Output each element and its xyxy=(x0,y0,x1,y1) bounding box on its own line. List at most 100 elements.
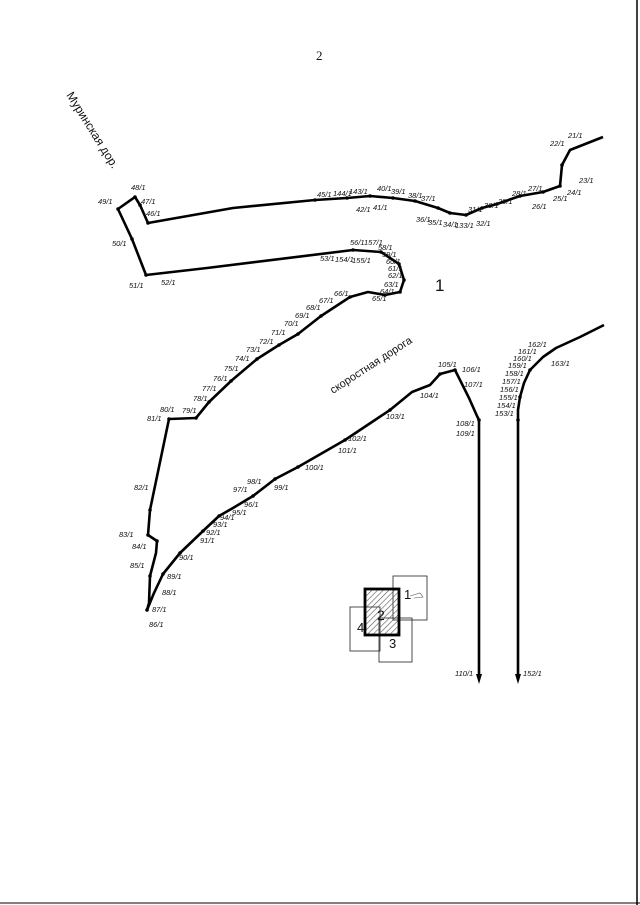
point-label: 93/1 xyxy=(213,520,228,529)
point-label: 103/1 xyxy=(386,412,405,421)
point-label: 92/1 xyxy=(206,528,221,537)
point-label: 64/1 xyxy=(380,287,395,296)
point-label: 36/1 xyxy=(416,215,431,224)
point-label: 74/1 xyxy=(235,354,250,363)
boundary-line-b xyxy=(516,323,605,677)
point-label: 27/1 xyxy=(527,184,543,193)
point-label: 23/1 xyxy=(578,176,594,185)
point-label: 80/1 xyxy=(160,405,175,414)
point-label: 46/1 xyxy=(146,209,161,218)
point-label: 160/1 xyxy=(513,354,532,363)
arrowhead-110 xyxy=(476,674,482,684)
point-label: 75/1 xyxy=(224,364,239,373)
point-label: 67/1 xyxy=(319,296,334,305)
point-label: 88/1 xyxy=(162,588,177,597)
sheet-label: 4 xyxy=(357,620,364,635)
point-label: 144/1 xyxy=(333,189,352,198)
section-label: 1 xyxy=(435,276,444,295)
point-label: 79/1 xyxy=(182,406,197,415)
point-label: 59/1 xyxy=(382,250,397,259)
vertex-markers xyxy=(116,163,564,612)
point-label: 98/1 xyxy=(247,477,262,486)
point-label: 48/1 xyxy=(131,183,146,192)
point-label: 30/1 xyxy=(484,201,499,210)
point-label: 38/1 xyxy=(408,191,423,200)
point-label: 87/1 xyxy=(152,605,167,614)
point-label: 82/1 xyxy=(134,483,149,492)
point-label: 53/1 xyxy=(320,254,335,263)
point-label: 157/1 xyxy=(502,377,521,386)
point-label: 133/1 xyxy=(455,221,474,230)
point-label: 161/1 xyxy=(518,347,537,356)
point-label: 157/1 xyxy=(364,238,383,247)
point-label: 108/1 xyxy=(456,419,475,428)
point-label: 100/1 xyxy=(305,463,324,472)
point-label: 153/1 xyxy=(495,409,514,418)
point-label: 159/1 xyxy=(508,361,527,370)
point-label: 61/1 xyxy=(388,264,403,273)
point-label: 58/1 xyxy=(378,243,393,252)
point-label: 51/1 xyxy=(129,281,144,290)
point-label: 84/1 xyxy=(132,542,147,551)
point-label: 155/1 xyxy=(499,393,518,402)
point-label: 29/1 xyxy=(497,197,513,206)
point-label: 49/1 xyxy=(98,197,113,206)
point-label: 41/1 xyxy=(373,203,388,212)
point-label: 26/1 xyxy=(531,202,547,211)
point-label: 42/1 xyxy=(356,205,371,214)
arrowhead-152 xyxy=(515,674,521,684)
sheet-label: 3 xyxy=(389,636,396,651)
point-label: 56/1 xyxy=(350,238,365,247)
point-label: 69/1 xyxy=(295,311,310,320)
point-label: 37/1 xyxy=(421,194,436,203)
road-label-murinskaya: Муринская дор. xyxy=(63,89,121,171)
point-label: 91/1 xyxy=(200,536,215,545)
point-label: 163/1 xyxy=(551,359,570,368)
point-label: 66/1 xyxy=(334,289,349,298)
point-label: 102/1 xyxy=(348,434,367,443)
sheet-label: 1 xyxy=(404,587,411,602)
point-label: 143/1 xyxy=(349,187,368,196)
page-number: 2 xyxy=(316,48,323,63)
point-label: 35/1 xyxy=(428,218,443,227)
point-label: 47/1 xyxy=(141,197,156,206)
index-sheet-diagram: 1 2 3 4 xyxy=(349,575,428,663)
point-label: 24/1 xyxy=(566,188,582,197)
point-label: 97/1 xyxy=(233,485,248,494)
point-label: 154/1 xyxy=(497,401,516,410)
point-label: 50/1 xyxy=(112,239,127,248)
point-label: 62/1 xyxy=(388,271,403,280)
point-labels-a: 21/1 22/1 23/1 24/1 25/1 26/1 27/1 28/1 … xyxy=(98,131,594,678)
point-label: 101/1 xyxy=(338,446,357,455)
point-label: 162/1 xyxy=(528,340,547,349)
point-label: 52/1 xyxy=(161,278,176,287)
point-label: 70/1 xyxy=(284,319,299,328)
point-label: 156/1 xyxy=(500,385,519,394)
point-label: 155/1 xyxy=(352,256,371,265)
point-label: 71/1 xyxy=(271,328,286,337)
point-label: 39/1 xyxy=(391,187,406,196)
point-label: 77/1 xyxy=(202,384,217,393)
point-label: 25/1 xyxy=(552,194,568,203)
point-label: 86/1 xyxy=(149,620,164,629)
sheet-1-scribble xyxy=(409,592,424,599)
point-label: 34/1 xyxy=(443,220,458,229)
point-label: 21/1 xyxy=(567,131,583,140)
point-label: 152/1 xyxy=(523,669,542,678)
sheet-2-current xyxy=(363,587,401,637)
point-label: 110/1 xyxy=(455,669,473,678)
point-label: 89/1 xyxy=(167,572,182,581)
point-label: 106/1 xyxy=(462,365,481,374)
point-label: 72/1 xyxy=(259,337,274,346)
road-label-expressway: скоростная дорога xyxy=(328,334,415,396)
point-labels-b: 152/1 153/1 154/1 155/1 156/1 157/1 158/… xyxy=(495,340,570,678)
point-label: 73/1 xyxy=(246,345,261,354)
point-label: 94/1 xyxy=(220,513,235,522)
point-label: 107/1 xyxy=(464,380,483,389)
point-label: 68/1 xyxy=(306,303,321,312)
point-label: 85/1 xyxy=(130,561,145,570)
point-label: 60/1 xyxy=(386,257,401,266)
point-label: 65/1 xyxy=(372,294,387,303)
point-label: 158/1 xyxy=(505,369,524,378)
point-label: 22/1 xyxy=(549,139,565,148)
